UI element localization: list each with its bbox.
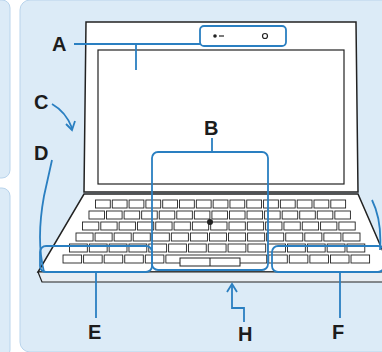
callout-frame (272, 246, 382, 272)
callout-letter: C (34, 92, 48, 112)
side-panel (0, 0, 10, 178)
callout-letter: B (204, 118, 218, 138)
leader-line (372, 200, 380, 250)
callout-letter: E (88, 322, 101, 342)
pointing-stick (207, 219, 213, 225)
touchpad (180, 258, 240, 266)
callout-letter: A (52, 34, 66, 54)
leader-line (40, 160, 52, 272)
keyboard-deck (38, 194, 382, 272)
callout-frame (40, 246, 152, 272)
camera (213, 34, 217, 38)
callout-letter: F (332, 322, 344, 342)
callout-frame (152, 152, 268, 270)
callout-frame (200, 26, 286, 46)
display (98, 50, 344, 184)
callout-letter: H (238, 324, 252, 344)
keyboard-keys (63, 200, 370, 263)
leader-line (52, 104, 72, 128)
main-panel (20, 0, 382, 352)
leader-line (232, 286, 244, 322)
screen-lid (84, 22, 358, 192)
callout-letter: D (34, 143, 48, 163)
side-panel (0, 188, 10, 352)
sensor (263, 34, 268, 39)
deck-front (38, 272, 382, 282)
